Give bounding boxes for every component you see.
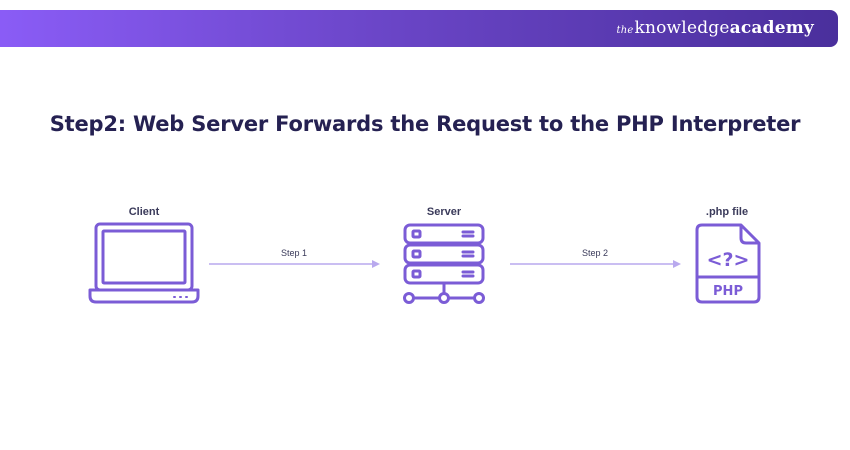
page-title: Step2: Web Server Forwards the Request t… [49, 112, 801, 136]
server-label: Server [426, 206, 462, 218]
header-bar: theknowledgeacademy [0, 10, 838, 47]
brand-logo[interactable]: theknowledgeacademy [616, 18, 814, 38]
php-file-icon: <?> PHP [695, 223, 761, 304]
arrow-step-2 [510, 260, 681, 268]
laptop-icon [88, 222, 200, 304]
php-symbol: <?> [707, 249, 750, 271]
php-file-label: .php file [705, 206, 749, 218]
server-icon [403, 223, 485, 304]
step-1-label: Step 1 [280, 248, 308, 258]
client-label: Client [128, 206, 160, 218]
php-file-text: PHP [713, 284, 743, 299]
step-2-label: Step 2 [581, 248, 609, 258]
arrow-step-1 [209, 260, 380, 268]
